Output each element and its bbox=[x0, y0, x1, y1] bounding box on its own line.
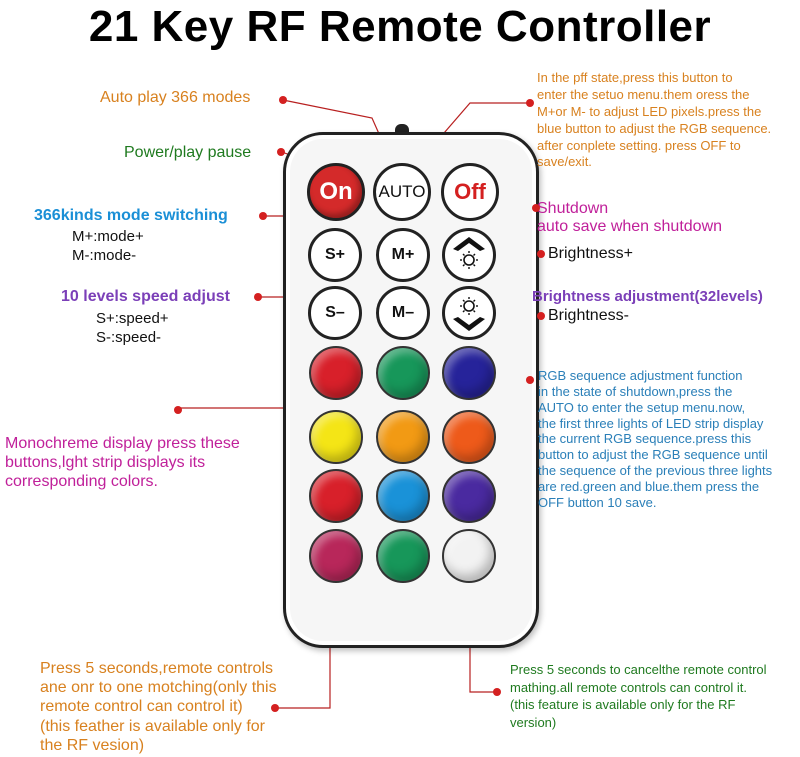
mono-line: Monochreme display press these bbox=[5, 435, 240, 452]
mono-dot bbox=[174, 406, 182, 414]
color-key[interactable] bbox=[376, 410, 430, 464]
speed-minus-label: S– bbox=[325, 304, 345, 321]
mode-switch-title: 366kinds mode switching bbox=[34, 207, 228, 224]
match-dot bbox=[271, 704, 279, 712]
color-key[interactable] bbox=[309, 469, 363, 523]
power-dot bbox=[277, 148, 285, 156]
setup-line: M+or M- to adjust LED pixels.press the bbox=[537, 103, 762, 119]
auto-play-dot bbox=[279, 96, 287, 104]
speed-dot bbox=[254, 293, 262, 301]
mono-line: buttons,lght strip displays its bbox=[5, 454, 206, 472]
color-key[interactable] bbox=[309, 346, 363, 400]
cancel-annotation: Press 5 seconds to cancelthe remote cont… bbox=[510, 661, 767, 731]
on-button[interactable]: On bbox=[307, 163, 365, 221]
match-line: ane onr to one motching(only this bbox=[40, 679, 277, 697]
page-title: 21 Key RF Remote Controller bbox=[88, 2, 712, 51]
speed-plus-label: S+ bbox=[324, 246, 345, 263]
rgb-line: button to adjust the RGB sequence until bbox=[538, 447, 768, 463]
setup-annotation: In the pff state,press this button to en… bbox=[537, 70, 771, 171]
speed-minus-button[interactable]: S– bbox=[308, 286, 362, 340]
color-key[interactable] bbox=[376, 469, 430, 523]
rgb-line: OFF button 10 save. bbox=[538, 494, 657, 510]
shutdown-save-label: auto save when shutdown bbox=[537, 218, 723, 236]
brightness-minus-text: Brightness- bbox=[548, 307, 629, 324]
mode-minus-text: M-:mode- bbox=[72, 246, 137, 264]
brightness-down-icon bbox=[453, 297, 485, 331]
setup-line: In the pff state,press this button to bbox=[537, 70, 733, 85]
setup-dot bbox=[526, 99, 534, 107]
color-key[interactable] bbox=[442, 469, 496, 523]
color-key[interactable] bbox=[309, 529, 363, 583]
mono-line: corresponding colors. bbox=[5, 473, 158, 491]
shutdown-annotation: Shutdown auto save when shutdown bbox=[537, 200, 722, 237]
match-line: Press 5 seconds,remote controls bbox=[40, 660, 273, 677]
cancel-dot bbox=[493, 688, 501, 696]
match-line: remote control can control it) bbox=[40, 698, 243, 716]
off-button[interactable]: Off bbox=[441, 163, 499, 221]
brightness-plus-dot bbox=[537, 250, 545, 258]
power-annotation: Power/play pause bbox=[124, 144, 252, 161]
rgb-line: in the state of shutdown,press the bbox=[538, 383, 733, 399]
auto-label: AUTO bbox=[378, 182, 426, 201]
setup-line: blue button to adjust the RGB sequence. bbox=[537, 120, 772, 136]
setup-line: save/exit. bbox=[537, 154, 592, 170]
shutdown-dot bbox=[532, 204, 540, 212]
brightness-minus-dot bbox=[537, 312, 545, 320]
off-label: Off bbox=[454, 179, 486, 204]
brightness-title: Brightness adjustment(32levels) bbox=[532, 288, 763, 305]
auto-button[interactable]: AUTO bbox=[373, 163, 431, 221]
color-key[interactable] bbox=[376, 529, 430, 583]
cancel-line: Press 5 seconds to cancelthe remote cont… bbox=[510, 662, 767, 677]
cancel-line: version) bbox=[510, 714, 557, 730]
rgb-annotation: RGB sequence adjustment function in the … bbox=[538, 368, 772, 511]
cancel-line: (this feature is available only for the … bbox=[510, 697, 736, 713]
rgb-line: the sequence of the previous three light… bbox=[538, 463, 773, 479]
speed-plus-button[interactable]: S+ bbox=[308, 228, 362, 282]
brightness-plus-text: Brightness+ bbox=[548, 245, 633, 262]
rgb-line: AUTO to enter the setup menu.now, bbox=[538, 399, 746, 415]
speed-details: S+:speed+ S-:speed- bbox=[96, 310, 169, 348]
color-key[interactable] bbox=[442, 346, 496, 400]
mode-switch-dot bbox=[259, 212, 267, 220]
mode-plus-label: M+ bbox=[391, 246, 415, 263]
mode-switch-details: M+:mode+ M-:mode- bbox=[72, 228, 144, 266]
color-key[interactable] bbox=[442, 529, 496, 583]
color-key[interactable] bbox=[376, 346, 430, 400]
cancel-line: mathing.all remote controls can control … bbox=[510, 679, 747, 695]
auto-play-annotation: Auto play 366 modes bbox=[100, 89, 251, 106]
mode-plus-button[interactable]: M+ bbox=[376, 228, 430, 282]
mode-plus-text: M+:mode+ bbox=[72, 228, 144, 245]
rgb-line: are red.green and blue.them press the bbox=[538, 479, 760, 495]
on-label: On bbox=[319, 178, 353, 205]
match-line: (this feather is available only for bbox=[40, 717, 265, 735]
brightness-down-button[interactable] bbox=[442, 286, 496, 340]
ir-emitter bbox=[395, 124, 409, 134]
rgb-line: the current RGB sequence.press this bbox=[538, 431, 752, 447]
rgb-dot bbox=[526, 376, 534, 384]
mono-annotation: Monochreme display press these buttons,l… bbox=[5, 434, 240, 492]
rgb-line: the first three lights of LED strip disp… bbox=[538, 415, 764, 431]
setup-line: after conplete setting. press OFF to bbox=[537, 137, 741, 153]
speed-plus-text: S+:speed+ bbox=[96, 310, 169, 327]
color-key[interactable] bbox=[309, 410, 363, 464]
mode-minus-label: M– bbox=[391, 304, 415, 321]
shutdown-label: Shutdown bbox=[537, 200, 609, 217]
color-key[interactable] bbox=[442, 410, 496, 464]
rgb-line: RGB sequence adjustment function bbox=[538, 368, 743, 383]
match-line: the RF vesion) bbox=[40, 736, 145, 754]
setup-line: enter the setuo menu.them oress the bbox=[537, 86, 750, 102]
match-annotation: Press 5 seconds,remote controls ane onr … bbox=[40, 659, 277, 755]
brightness-up-icon bbox=[453, 237, 485, 269]
speed-minus-text: S-:speed- bbox=[96, 328, 162, 346]
speed-title: 10 levels speed adjust bbox=[61, 288, 230, 305]
brightness-up-button[interactable] bbox=[442, 228, 496, 282]
mode-minus-button[interactable]: M– bbox=[376, 286, 430, 340]
